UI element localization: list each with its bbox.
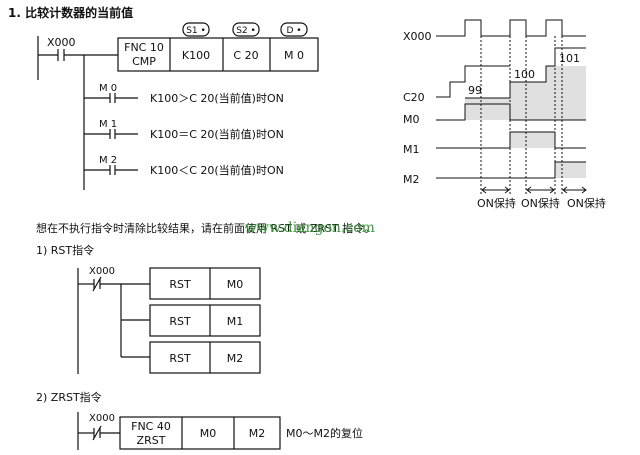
coil-m1-label: M 1 [99, 119, 117, 130]
hold-label-1: ON保持 [477, 196, 516, 210]
coil-m2-label: M 2 [99, 155, 117, 166]
zrst-name: ZRST [137, 434, 166, 447]
note-text: 想在不执行指令时清除比较结果，请在前面使用 RST 或 ZRST 指令。 [36, 221, 375, 235]
coil-m0-desc: K100＞C 20(当前值)时ON [150, 91, 284, 105]
rst-box-2 [149, 304, 261, 337]
rst-box-3 [149, 341, 261, 374]
count-101: 101 [559, 52, 580, 65]
cmp-input-label: X000 [47, 36, 76, 49]
count-99: 99 [468, 84, 482, 97]
count-100: 100 [514, 68, 535, 81]
hold-label-3: ON保持 [567, 196, 606, 210]
zrst-ladder: X000 FNC 40 ZRST M0 M2 M0～M2的复位 [77, 412, 363, 450]
cmp-name: CMP [132, 55, 156, 68]
zrst-operand-1: M0 [200, 427, 217, 440]
cmp-instruction-box [117, 37, 319, 72]
cmp-operand-2: C 20 [233, 49, 258, 62]
sig-m1: M1 [403, 143, 420, 156]
zrst-code: FNC 40 [131, 420, 171, 433]
rst-cmd-1: RST [169, 278, 191, 291]
coil-m1-desc: K100＝C 20(当前值)时ON [150, 127, 284, 141]
cmp-code: FNC 10 [124, 41, 164, 54]
hold-label-2: ON保持 [521, 196, 560, 210]
cmp-operand-3: M 0 [284, 49, 304, 62]
rst-target-3: M2 [227, 352, 244, 365]
sig-x000: X000 [403, 30, 432, 43]
zrst-note: M0～M2的复位 [286, 426, 363, 440]
tag-s1: S1 • [186, 26, 206, 36]
zrst-input-label: X000 [89, 413, 115, 424]
zrst-instruction-box [119, 416, 281, 450]
zrst-operand-2: M2 [249, 427, 266, 440]
coil-m2-desc: K100＜C 20(当前值)时ON [150, 163, 284, 177]
cmp-operand-1: K100 [182, 49, 210, 62]
sig-m0: M0 [403, 113, 420, 126]
tag-s2: S2 • [236, 26, 256, 36]
section-heading: 1. 比较计数器的当前值 [8, 5, 133, 20]
rst-input-label: X000 [89, 266, 115, 277]
cmp-ladder: X000 FNC 10 CMP K100 C 20 M 0 S1 • S2 • … [37, 22, 319, 190]
rst-cmd-2: RST [169, 315, 191, 328]
timing-diagram: X000 C20 M0 M1 M2 99 100 101 O [403, 19, 606, 210]
rst-target-1: M0 [227, 278, 244, 291]
coil-m0-label: M 0 [99, 83, 117, 94]
tag-d: D • [286, 26, 301, 36]
rst-box-1 [149, 267, 261, 300]
rst-title: 1) RST指令 [36, 243, 94, 257]
zrst-title: 2) ZRST指令 [36, 390, 102, 404]
sig-m2: M2 [403, 173, 420, 186]
rst-target-2: M1 [227, 315, 244, 328]
rst-ladder: X000 RST M0 RST M1 RST M2 [77, 266, 261, 374]
watermark: www.diangon.com [245, 220, 375, 236]
sig-c20: C20 [403, 91, 425, 104]
rst-cmd-3: RST [169, 352, 191, 365]
